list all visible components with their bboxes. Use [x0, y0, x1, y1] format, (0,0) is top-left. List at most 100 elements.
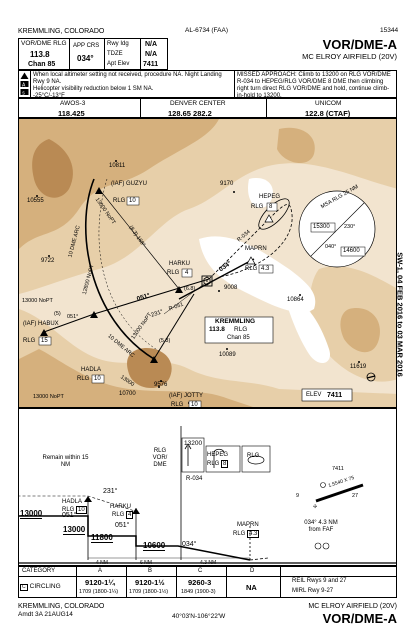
- elev-2: 10555: [27, 198, 44, 204]
- plan-view: (IAF) GUZYU RLG 10 (IAF) HABUX RLG 15 HA…: [18, 118, 397, 408]
- profile-alt-13200: 13200: [184, 440, 203, 447]
- header-chart-number: 15344: [380, 27, 399, 34]
- svg-text:✢: ✢: [313, 504, 317, 510]
- fix-jotty-label: (IAF) JOTTY: [169, 393, 203, 399]
- apt-elev: 7411: [143, 61, 159, 68]
- missed-approach-text: MISSED APPROACH: Climb to 13200 on RLG V…: [237, 72, 391, 99]
- radial-r051: [163, 283, 205, 315]
- comms-box: [18, 98, 397, 118]
- profile-alt-13000b: 13000: [63, 525, 86, 535]
- fix-jotty-dme: 10: [191, 402, 198, 408]
- leg-arc-051: [93, 278, 210, 315]
- comm-center-name: DENVER CENTER: [170, 100, 226, 107]
- footer-location: KREMMLING, COLORADO: [18, 603, 105, 610]
- msa-brg2: 040°: [325, 244, 337, 250]
- footer-coords: 40°03'N-106°22'W: [172, 613, 226, 620]
- rwy-idg: N/A: [145, 41, 158, 48]
- profile-nm1: 4 NM: [96, 560, 108, 566]
- profile-hadla-fix: RLG 10: [62, 506, 87, 514]
- leg-habux-bear: 051°: [67, 314, 79, 320]
- elev-3: 9722: [41, 258, 55, 264]
- fix-maprn-rlg: RLG: [245, 266, 258, 272]
- comm-awos-freq: 118.425: [58, 109, 85, 118]
- profile-rwy-9: 9: [296, 493, 300, 499]
- footer-procedure: VOR/DME-A: [322, 611, 397, 626]
- app-crs-label: APP CRS: [73, 43, 100, 49]
- terrain-peaks-2: [127, 348, 172, 389]
- navaid-box-frame: [204, 316, 274, 344]
- briefing-strip: [18, 38, 168, 70]
- profile-harku: HARKU: [110, 504, 132, 510]
- min-d-1: NA: [246, 583, 257, 592]
- profile-rlg-vor: RLG VOR/ DME: [152, 448, 168, 468]
- tdze-label: TDZE: [107, 51, 123, 57]
- lighting-1: REIL Rwys 9 and 27: [292, 578, 347, 584]
- footer-amdt: Amdt 3A 21AUG14: [18, 611, 73, 618]
- elev-8: 10089: [219, 352, 236, 358]
- fix-harku-icon: [175, 286, 183, 293]
- elev-6: 11619: [350, 364, 367, 370]
- svg-text:s: s: [22, 91, 25, 97]
- profile-r034: R-034: [186, 476, 203, 482]
- fix-guzyu-dme: 10: [129, 198, 136, 204]
- profile-nm3: 4.3 NM: [200, 560, 217, 566]
- header-airport: MC ELROY AIRFIELD (20V): [302, 52, 397, 61]
- fix-hadla-rlg: RLG: [77, 376, 90, 382]
- profile-hadla: HADLA: [62, 499, 83, 505]
- plan-view-map: [19, 119, 396, 407]
- notes-icons: A s: [20, 72, 29, 101]
- ma-icon-climb: [181, 437, 205, 473]
- profile-hepeg: HEPEG: [207, 452, 229, 458]
- profile-harku-fix: RLG 4: [112, 511, 134, 519]
- profile-alt-13000a: 13000: [20, 509, 43, 519]
- elev-11: 10700: [119, 391, 136, 397]
- note-text: When local altimeter setting not receive…: [33, 72, 222, 99]
- header-location: KREMMLING, COLORADO: [18, 28, 105, 35]
- fix-guzyu-icon: [95, 187, 103, 194]
- profile-maprn-fix: RLG 4.3: [233, 530, 260, 538]
- min-b-1: 9120-1½: [135, 578, 165, 587]
- fix-hepeg-label: HEPEG: [259, 194, 281, 200]
- fix-jotty-rlg: RLG: [171, 402, 184, 408]
- profile-rwy-elev: 7411: [332, 466, 344, 472]
- leg-habux-crs: (5): [54, 311, 61, 317]
- fix-guzyu-label: (IAF) GUZYU: [111, 181, 147, 187]
- fix-harku-rlg: RLG: [167, 270, 180, 276]
- profile-remain-note: Remain within 15 NM: [42, 455, 89, 468]
- fix-harku-dme: 4: [185, 270, 189, 276]
- leg-jotty: [153, 293, 195, 360]
- terrain-peaks-3: [277, 127, 315, 164]
- fix-guzyu-rlg: RLG: [113, 198, 126, 204]
- terrain-layer-4b: [19, 349, 253, 407]
- nav-type: VOR/DME RLG: [21, 40, 67, 47]
- min-cat-b: B: [148, 568, 153, 574]
- min-cat-c: C: [198, 568, 203, 574]
- profile-alt-11800: 11800: [91, 533, 113, 543]
- comm-unicom-name: UNICOM: [315, 100, 342, 107]
- terrain-layer-3: [19, 119, 219, 249]
- elev-value: 7411: [327, 392, 343, 399]
- app-crs: 034°: [77, 54, 94, 63]
- msa-brg1: 230°: [344, 224, 356, 230]
- comm-unicom-freq: 122.8 (CTAF): [305, 109, 351, 118]
- fix-triangle-harku: [132, 508, 140, 514]
- min-a-2: 1709 (1800-1¼): [79, 589, 119, 595]
- elev-5: 10864: [287, 297, 304, 303]
- elev-7: 9008: [224, 285, 238, 291]
- fix-habux-dme: 15: [41, 338, 48, 344]
- min-a-1: 9120-1¼: [85, 578, 115, 587]
- min-b-2: 1709 (1800-1½): [129, 589, 169, 595]
- minimums-table: [18, 566, 397, 598]
- fix-habux-label: (IAF) HABUX: [23, 321, 59, 327]
- vor-dme-icon: [201, 275, 213, 287]
- profile-drawing: ✢: [18, 426, 397, 564]
- terrain-right-peaks: [340, 308, 380, 353]
- fix-harku-label: HARKU: [169, 261, 191, 267]
- nav-chan: Chan 85: [28, 61, 56, 68]
- lighting-icon-2: [322, 542, 330, 550]
- valley-white-2: [248, 178, 273, 208]
- leg-guzyu: [98, 188, 180, 290]
- leg-habux-nopt: 13000 NoPT: [22, 298, 53, 304]
- msa-alt1: 15300: [313, 224, 330, 230]
